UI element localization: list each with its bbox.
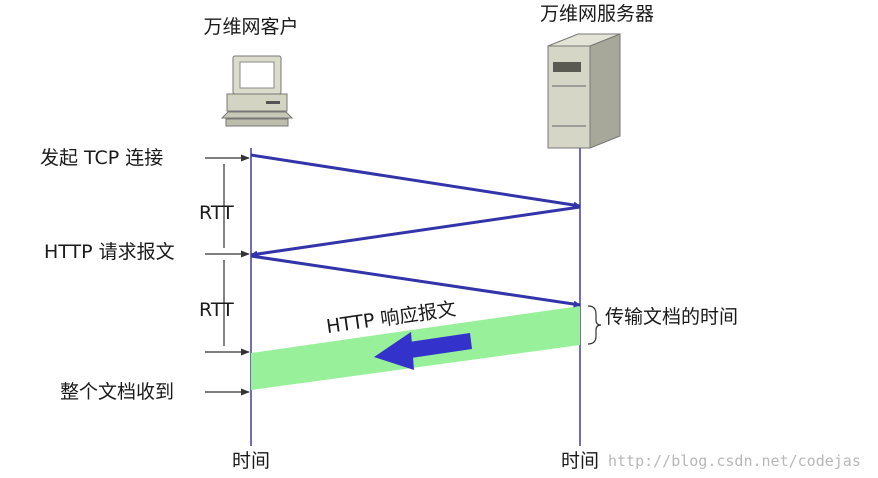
transfer-time-label: 传输文档的时间 xyxy=(605,306,738,328)
http-request-label: HTTP 请求报文 xyxy=(44,241,175,263)
tcp-connect-label: 发起 TCP 连接 xyxy=(40,147,163,169)
rtt-label-2: RTT xyxy=(199,299,234,321)
response-direction-arrow xyxy=(374,332,472,370)
tcp-reply-arrow xyxy=(250,205,581,258)
server-time-label: 时间 xyxy=(561,450,599,472)
desktop-computer-icon xyxy=(220,55,294,127)
watermark: http://blog.csdn.net/codejas xyxy=(608,452,861,470)
server-title: 万维网服务器 xyxy=(540,3,654,25)
rtt-label-1: RTT xyxy=(199,202,234,224)
whole-doc-received-label: 整个文档收到 xyxy=(60,381,174,403)
server-tower-icon xyxy=(547,33,621,149)
client-time-label: 时间 xyxy=(232,450,270,472)
http-request-arrow xyxy=(250,254,581,308)
transfer-time-bracket xyxy=(587,305,602,345)
tcp-connect-arrow xyxy=(250,153,581,209)
client-title: 万维网客户 xyxy=(203,16,298,38)
rtt-dimension-marks xyxy=(205,154,250,396)
